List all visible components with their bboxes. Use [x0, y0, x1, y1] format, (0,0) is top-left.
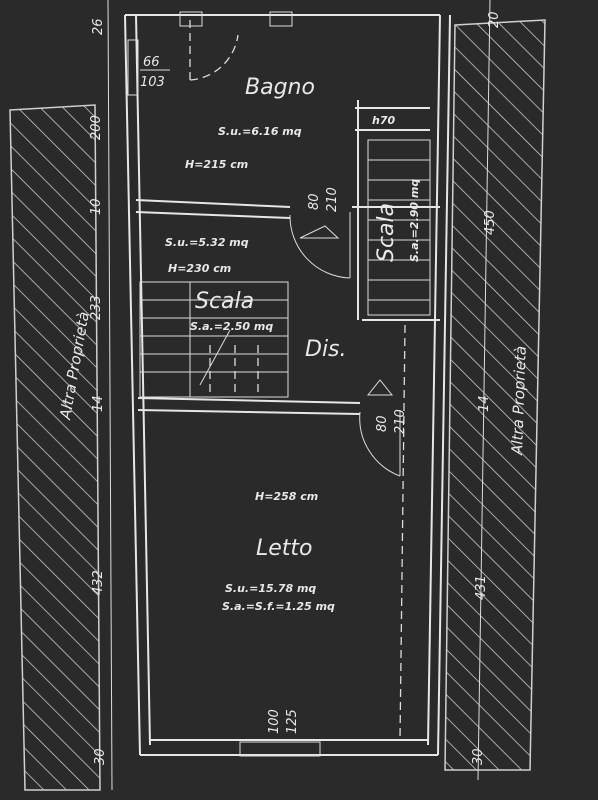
- dim-left-6: 30: [93, 748, 108, 765]
- dim-left-4: 14: [91, 395, 106, 412]
- door-bagno-height: 210: [325, 187, 340, 212]
- area-extra-letto: S.a.=S.f.=1.25 mq: [222, 600, 335, 613]
- window-bottom: [239, 741, 321, 757]
- height-bagno: H=215 cm: [185, 158, 248, 171]
- left-neighbor-hatch: [9, 104, 101, 791]
- area-letto: S.u.=15.78 mq: [225, 582, 316, 595]
- room-name-scala-destra: Scala: [374, 203, 399, 262]
- door-letto-height: 210: [393, 409, 408, 434]
- door-top-swing: [179, 11, 293, 81]
- right-neighbor-hatch: [444, 19, 546, 771]
- height-disimpegno: H=230 cm: [168, 262, 231, 275]
- height-letto: H=258 cm: [255, 490, 318, 503]
- area-disimpegno: S.u.=5.32 mq: [165, 236, 249, 249]
- right-dimension-line: [477, 0, 491, 781]
- dim-right-0: 20: [487, 11, 502, 28]
- area-scala-destra: S.a.=2.90 mq: [408, 179, 421, 262]
- window-bottom-width: 100: [267, 709, 282, 734]
- left-dimension-line: [107, 0, 113, 791]
- neighbor-right-label: Altra Proprietà: [508, 346, 530, 457]
- dim-right-1: 450: [483, 210, 498, 235]
- dim-left-0: 26: [91, 18, 106, 35]
- dim-left-1: 200: [89, 115, 104, 140]
- door-bagno-swing: [289, 212, 351, 279]
- door-letto-swing: [359, 379, 401, 477]
- door-bagno-width: 80: [307, 193, 322, 210]
- interior-walls: [135, 100, 440, 415]
- central-stair: [139, 281, 289, 398]
- dim-left-5: 432: [91, 570, 106, 595]
- dim-left-2: 10: [89, 198, 104, 215]
- room-name-bagno: Bagno: [245, 75, 315, 100]
- right-stair: [367, 139, 431, 741]
- area-scala-centrale: S.a.=2.50 mq: [190, 320, 273, 333]
- dim-left-3: 233: [89, 295, 104, 320]
- window-h-label: h70: [372, 114, 395, 127]
- door-letto-width: 80: [375, 415, 390, 432]
- dim-right-2: 14: [477, 395, 492, 412]
- room-name-disimpegno: Dis.: [305, 337, 347, 362]
- dim-right-3: 431: [474, 575, 489, 600]
- window-top-left: [127, 39, 139, 96]
- area-bagno: S.u.=6.16 mq: [218, 125, 302, 138]
- door-top-height: 103: [140, 75, 165, 90]
- room-name-letto: Letto: [256, 536, 313, 561]
- dim-right-4: 30: [471, 748, 486, 765]
- door-top-width: 66: [143, 55, 160, 70]
- outer-walls: [124, 14, 451, 756]
- room-name-scala-centrale: Scala: [195, 289, 254, 314]
- window-bottom-height: 125: [285, 709, 300, 734]
